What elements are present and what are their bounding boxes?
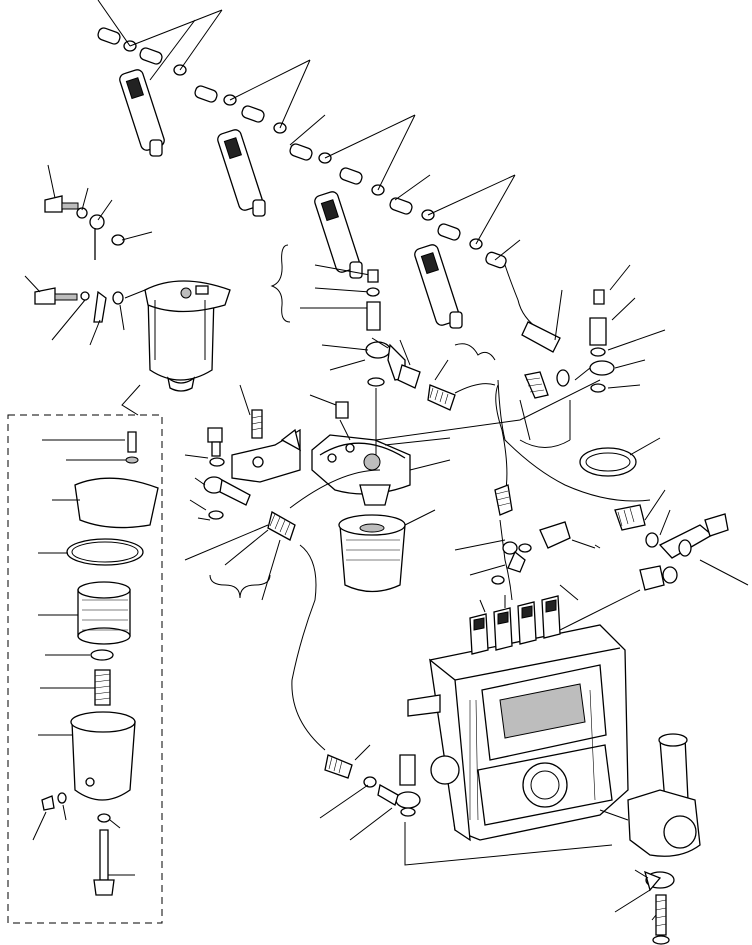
pump-bottom-fitting	[614, 869, 675, 945]
priming-pump	[599, 733, 701, 857]
bracket-plate	[231, 384, 349, 483]
feed-pump-inlet-fittings	[454, 521, 601, 585]
brace-center-bottom	[209, 529, 281, 601]
hose-clamp	[579, 437, 661, 477]
filter-head	[311, 419, 451, 506]
filter-exploded-detail-box	[7, 414, 163, 924]
brace-center-top	[270, 244, 381, 331]
injector-2	[217, 129, 266, 217]
injector-4	[414, 244, 463, 329]
return-hose	[504, 264, 571, 448]
injector-1	[119, 69, 165, 157]
right-fittings	[574, 264, 666, 393]
fuel-line-long	[291, 384, 513, 788]
injector-3	[314, 191, 363, 279]
filter-element-spin-on	[338, 509, 436, 593]
pump-inlet-banjo	[319, 754, 613, 866]
overflow-valve-hose	[397, 339, 496, 411]
left-fitting-group	[184, 427, 296, 561]
overflow-line-right	[539, 489, 749, 641]
delivery-valves	[469, 595, 561, 655]
leader-lines-top	[97, 0, 521, 261]
filter-inlet-fittings	[24, 164, 153, 416]
injection-pump-body	[407, 624, 629, 842]
misc-leader-lines	[289, 379, 651, 601]
fuel-filter-assembly	[144, 280, 231, 392]
banjo-bolt-fitting	[321, 337, 406, 440]
